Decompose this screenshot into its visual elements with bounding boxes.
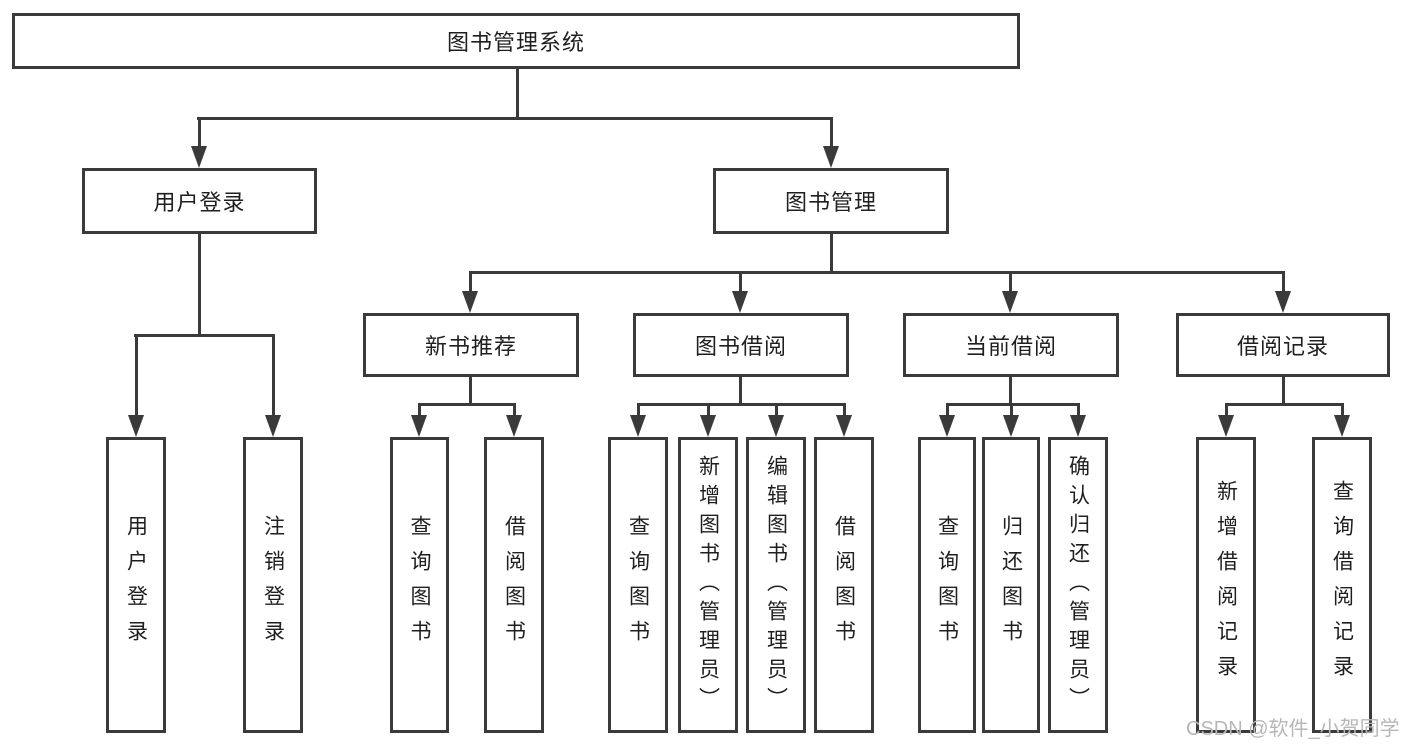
- connector-current-split: [946, 403, 1080, 406]
- leaf-query-books-recommend: 查询图书: [390, 437, 449, 733]
- connector-book-mgmt-split: [469, 271, 1285, 274]
- arrowhead-down-icon: [768, 415, 784, 437]
- arrowhead-down-icon: [630, 415, 646, 437]
- connector-book-mgmt-stem: [830, 234, 833, 273]
- connector-leaf: [707, 403, 710, 419]
- arrowhead-down-icon: [732, 291, 748, 313]
- connector-root-stem: [516, 69, 519, 119]
- arrowhead-down-icon: [265, 415, 281, 437]
- connector-borrowing-split: [637, 403, 846, 406]
- connector-records-split: [1225, 403, 1344, 406]
- connector-to-leaf-logout: [272, 334, 275, 417]
- arrowhead-down-icon: [836, 415, 852, 437]
- connector-leaf: [418, 403, 421, 419]
- connector-leaf: [1077, 403, 1080, 419]
- connector-to-current-borrowing: [1009, 271, 1012, 293]
- connector-leaf: [946, 403, 949, 419]
- arrowhead-down-icon: [939, 415, 955, 437]
- arrowhead-down-icon: [462, 291, 478, 313]
- connector-leaf: [843, 403, 846, 419]
- connector-to-book-management: [830, 117, 833, 148]
- arrowhead-down-icon: [823, 146, 839, 168]
- connector-current-stem: [1009, 377, 1012, 406]
- leaf-logout-login: 注销登录: [243, 437, 303, 733]
- node-root-system: 图书管理系统: [12, 13, 1020, 69]
- node-borrow-records: 借阅记录: [1176, 313, 1390, 377]
- arrowhead-down-icon: [191, 146, 207, 168]
- arrowhead-down-icon: [700, 415, 716, 437]
- connector-to-new-book-recommend: [469, 271, 472, 293]
- node-book-management: 图书管理: [713, 168, 949, 234]
- leaf-return-book: 归还图书: [982, 437, 1040, 733]
- leaf-borrow-books-borrowing: 借阅图书: [814, 437, 874, 733]
- connector-leaf: [1225, 403, 1228, 419]
- connector-leaf: [637, 403, 640, 419]
- connector-root-split: [197, 117, 833, 120]
- connector-recommend-stem: [469, 377, 472, 406]
- leaf-query-books-borrowing: 查询图书: [608, 437, 668, 733]
- node-book-borrowing: 图书借阅: [633, 313, 849, 377]
- leaf-confirm-return-admin: 确认归还（管理员）: [1048, 437, 1108, 733]
- arrowhead-down-icon: [411, 415, 427, 437]
- arrowhead-down-icon: [1002, 291, 1018, 313]
- node-current-borrowing: 当前借阅: [903, 313, 1119, 377]
- connector-recommend-split: [419, 403, 516, 406]
- connector-user-login-stem: [198, 234, 201, 336]
- connector-leaf: [775, 403, 778, 419]
- arrowhead-down-icon: [506, 415, 522, 437]
- arrowhead-down-icon: [1275, 291, 1291, 313]
- connector-to-user-login: [198, 117, 201, 148]
- connector-records-stem: [1282, 377, 1285, 406]
- connector-borrowing-stem: [739, 377, 742, 406]
- leaf-user-login: 用户登录: [106, 437, 166, 733]
- leaf-edit-book-admin: 编辑图书（管理员）: [746, 437, 806, 733]
- node-user-login: 用户登录: [82, 168, 317, 234]
- leaf-add-book-admin: 新增图书（管理员）: [678, 437, 738, 733]
- connector-leaf: [1010, 403, 1013, 419]
- connector-to-borrow-records: [1282, 271, 1285, 293]
- node-new-book-recommend: 新书推荐: [363, 313, 579, 377]
- arrowhead-down-icon: [1334, 415, 1350, 437]
- arrowhead-down-icon: [1003, 415, 1019, 437]
- arrowhead-down-icon: [128, 415, 144, 437]
- connector-to-leaf-user-login: [135, 334, 138, 417]
- connector-user-login-split: [134, 334, 275, 337]
- leaf-add-borrow-record: 新增借阅记录: [1196, 437, 1256, 733]
- leaf-query-books-current: 查询图书: [918, 437, 976, 733]
- connector-to-book-borrowing: [739, 271, 742, 293]
- leaf-query-borrow-record: 查询借阅记录: [1312, 437, 1372, 733]
- leaf-borrow-books-recommend: 借阅图书: [484, 437, 544, 733]
- watermark: CSDN @软件_小贺同学: [1186, 718, 1400, 740]
- arrowhead-down-icon: [1070, 415, 1086, 437]
- arrowhead-down-icon: [1218, 415, 1234, 437]
- connector-leaf: [1341, 403, 1344, 419]
- connector-leaf: [513, 403, 516, 419]
